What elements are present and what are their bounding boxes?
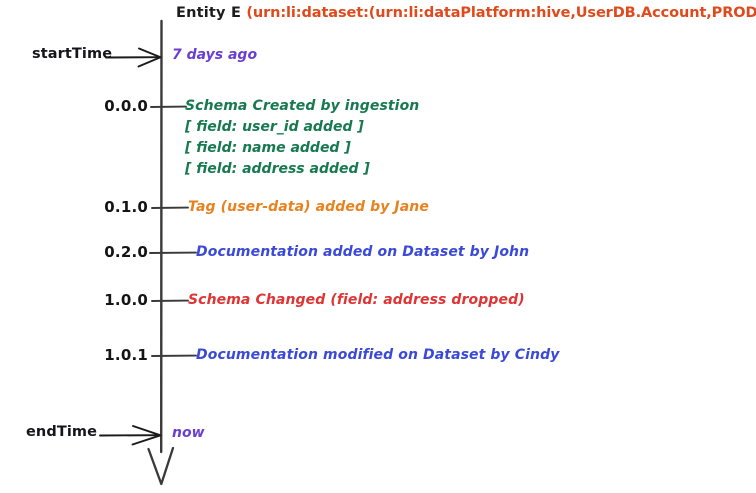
start-time-arrow-icon [105, 47, 162, 68]
diagram-title: Entity E (urn:li:dataset:(urn:li:dataPla… [176, 6, 756, 21]
start-time-label: startTime [32, 46, 113, 62]
version-label-0: 0.0.0 [104, 97, 148, 115]
event-description-4: Documentation modified on Dataset by Cin… [196, 347, 560, 363]
event-detail-0-1: [ field: name added ] [185, 140, 351, 156]
event-description-3: Schema Changed (field: address dropped) [188, 292, 525, 308]
event-description-2: Documentation added on Dataset by John [196, 244, 530, 260]
end-time-label: endTime [26, 424, 98, 440]
version-label-4: 1.0.1 [104, 346, 148, 364]
version-label-1: 0.1.0 [104, 198, 148, 216]
end-time-arrow-icon [99, 425, 162, 446]
event-description-0: Schema Created by ingestion [185, 98, 420, 114]
axis-arrowhead-icon [147, 446, 175, 486]
end-time-value: now [172, 425, 205, 441]
start-time-value: 7 days ago [172, 47, 258, 63]
event-tick-marks [149, 105, 197, 357]
event-detail-0-0: [ field: user_id added ] [185, 119, 364, 135]
version-label-2: 0.2.0 [104, 243, 148, 261]
event-description-1: Tag (user-data) added by Jane [188, 199, 429, 215]
event-detail-0-2: [ field: address added ] [185, 161, 370, 177]
version-label-3: 1.0.0 [104, 291, 148, 309]
title-entity-urn: (urn:li:dataset:(urn:li:dataPlatform:hiv… [246, 5, 756, 21]
timeline-axis [147, 19, 175, 486]
title-entity-label: Entity E [176, 5, 247, 21]
